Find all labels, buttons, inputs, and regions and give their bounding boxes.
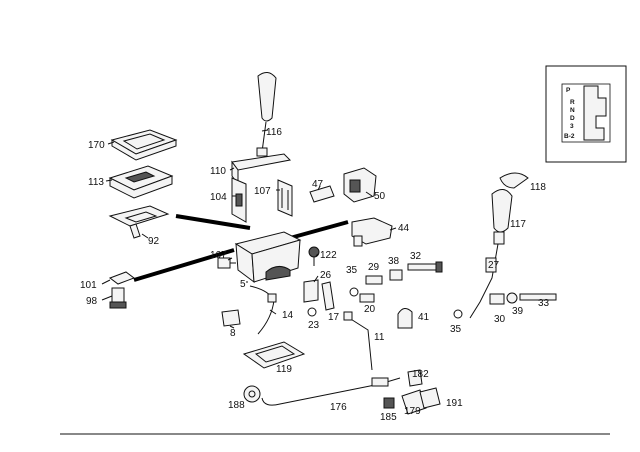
label-110: 110 [210,166,226,177]
label-35-b: 35 [450,324,462,335]
label-92: 92 [148,236,160,247]
part-39-washer [506,292,518,304]
part-11-shift-rod [343,311,373,371]
label-39: 39 [512,306,524,317]
part-23-clip [307,307,317,317]
part-26-bracket [303,279,319,303]
label-38: 38 [388,256,400,267]
part-98-switch [109,287,127,309]
label-11: 11 [374,332,385,343]
part-27-lever-rod [469,243,499,319]
part-92-plate [108,205,170,239]
part-117-shift-knob [491,189,513,245]
gear-label-b2: B-2 [564,133,575,140]
part-191-cap [419,387,441,409]
label-30: 30 [494,314,506,325]
part-41-cap [397,308,413,329]
part-5-main-housing [234,231,302,284]
part-38-bushing [389,269,403,281]
label-119: 119 [276,364,292,375]
part-110-housing [231,153,292,186]
label-41: 41 [418,312,430,323]
label-35-a: 35 [346,265,358,276]
gear-label-3: 3 [570,123,574,130]
part-122-screw [308,246,320,266]
part-170-frame [110,129,178,161]
part-101-button [108,271,136,285]
part-44-connector [351,217,393,247]
label-104: 104 [210,192,227,203]
label-8: 8 [230,328,236,339]
part-32-bolt [407,261,443,273]
part-47-sensor [309,185,335,203]
part-118-knob-cap [499,172,529,189]
label-179: 179 [404,406,421,417]
shift-gate-inset: P R N D 3 B-2 [545,65,627,163]
part-104-side-panel [231,177,247,223]
label-118: 118 [530,182,546,193]
label-98: 98 [86,296,98,307]
pointer-line-92 [175,214,251,230]
part-119-gasket [242,341,306,369]
label-33: 33 [538,298,550,309]
part-113-cover [108,165,174,199]
part-20-pin [359,293,375,303]
part-30-bushing [489,293,505,305]
label-176: 176 [330,402,347,413]
label-26: 26 [320,270,332,281]
part-labels: 170 113 92 101 98 116 110 104 107 47 50 … [80,127,550,423]
part-14-cable [249,285,277,335]
leader-lines [101,129,397,329]
label-32: 32 [410,251,422,262]
label-113: 113 [88,177,104,188]
label-23: 23 [308,320,320,331]
part-35-washer [349,287,359,297]
part-29-bushing [365,275,383,285]
label-5: 5 [240,279,246,290]
part-50-bracket [343,167,377,203]
label-14: 14 [282,310,294,321]
part-176-cable-rod [261,377,401,406]
label-167: 167 [210,250,227,261]
part-17-lever [321,281,335,311]
pointer-line-44 [289,220,349,240]
gear-label-d: D [570,115,575,122]
label-107: 107 [254,186,271,197]
label-116: 116 [266,127,282,138]
label-27: 27 [488,260,500,271]
part-167-bolt [217,257,236,269]
gear-label-p: P [566,87,571,94]
label-17: 17 [328,312,340,323]
label-191: 191 [446,398,463,409]
gear-label-n: N [570,107,575,114]
pointer-line-101 [133,248,235,282]
gear-label-r: R [570,99,575,106]
label-182: 182 [412,369,429,380]
label-50: 50 [374,191,386,202]
label-122: 122 [320,250,337,261]
part-35-clip-b [453,309,463,319]
label-117: 117 [510,219,526,230]
label-44: 44 [398,223,410,234]
label-185: 185 [380,412,397,423]
part-116-shift-lever [256,72,277,157]
part-182-bracket [407,369,423,387]
part-107-side-panel [277,179,293,217]
label-170: 170 [88,140,105,151]
label-20: 20 [364,304,376,315]
label-29: 29 [368,262,380,273]
part-8-switch [221,309,241,327]
label-188: 188 [228,400,245,411]
label-101: 101 [80,280,97,291]
part-188-grommet [243,385,261,403]
part-33-bolt [519,293,557,301]
part-185-nut [383,397,395,409]
label-47: 47 [312,179,324,190]
